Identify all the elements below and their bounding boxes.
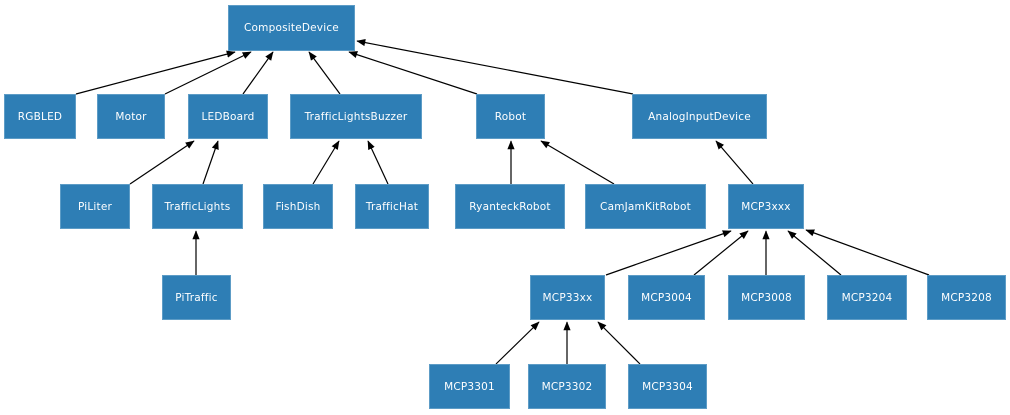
node-label: LEDBoard (201, 110, 255, 123)
edge-mcp3208-to-mcp3xxx (805, 229, 930, 276)
edge-robot-to-compositedevice (348, 51, 478, 95)
node-label: AnalogInputDevice (648, 110, 751, 123)
node-ledboard[interactable]: LEDBoard (188, 94, 268, 139)
node-label: RGBLED (17, 110, 63, 123)
edge-fishdish-to-trafficlightsbuzzer (312, 140, 340, 185)
node-trafficlights[interactable]: TrafficLights (152, 184, 243, 229)
edge-piliter-to-ledboard (129, 140, 195, 185)
node-label: MCP3304 (642, 380, 693, 393)
edge-ledboard-to-compositedevice (242, 51, 274, 95)
node-camjamkitrobot[interactable]: CamJamKitRobot (585, 184, 706, 229)
node-label: MCP3008 (741, 291, 792, 304)
node-label: MCP3204 (841, 291, 893, 304)
edge-mcp3004-to-mcp3xxx (693, 230, 749, 276)
node-label: PiLiter (77, 200, 113, 213)
node-label: CompositeDevice (244, 22, 339, 34)
edge-motor-to-compositedevice (164, 51, 252, 95)
node-mcp3008[interactable]: MCP3008 (728, 275, 805, 320)
node-label: MCP33xx (542, 291, 593, 304)
node-label: RyanteckRobot (469, 200, 551, 213)
node-label: TrafficLights (164, 200, 231, 213)
node-mcp3xxx[interactable]: MCP3xxx (728, 184, 804, 229)
node-label: Motor (115, 110, 147, 123)
node-label: MCP3xxx (741, 200, 791, 213)
node-robot[interactable]: Robot (476, 94, 545, 139)
node-motor[interactable]: Motor (97, 94, 165, 139)
edge-mcp3301-to-mcp33xx (495, 321, 540, 365)
node-label: MCP3301 (444, 380, 495, 393)
node-piliter[interactable]: PiLiter (60, 184, 130, 229)
node-mcp3204[interactable]: MCP3204 (827, 275, 907, 320)
node-label: TrafficHat (365, 200, 419, 213)
node-label: MCP3302 (541, 380, 593, 393)
node-label: PiTraffic (175, 291, 218, 304)
edge-rgbled-to-compositedevice (75, 50, 236, 95)
node-analoginputdevice[interactable]: AnalogInputDevice (632, 94, 767, 139)
node-label: MCP3004 (641, 291, 692, 304)
node-mcp3208[interactable]: MCP3208 (927, 275, 1006, 320)
node-label: TrafficLightsBuzzer (304, 110, 408, 123)
node-label: FishDish (275, 200, 321, 213)
node-rgbled[interactable]: RGBLED (4, 94, 76, 139)
node-compositedevice[interactable]: CompositeDevice (228, 5, 355, 51)
node-mcp3004[interactable]: MCP3004 (628, 275, 705, 320)
edge-mcp33xx-to-mcp3xxx (605, 230, 732, 276)
node-mcp3302[interactable]: MCP3302 (528, 364, 606, 409)
edge-camjamkitrobot-to-robot (540, 140, 615, 185)
edge-analoginputdevice-to-compositedevice (356, 39, 634, 95)
node-mcp3301[interactable]: MCP3301 (429, 364, 510, 409)
node-traffichat[interactable]: TrafficHat (355, 184, 429, 229)
edge-trafficlights-to-ledboard (202, 140, 219, 185)
node-fishdish[interactable]: FishDish (263, 184, 333, 229)
node-ryanteckrobot[interactable]: RyanteckRobot (455, 184, 565, 229)
edge-mcp3xxx-to-analoginputdevice (715, 140, 754, 185)
node-mcp3304[interactable]: MCP3304 (628, 364, 707, 409)
node-label: CamJamKitRobot (600, 200, 691, 213)
node-label: MCP3208 (941, 291, 992, 304)
edge-trafficlightsbuzzer-to-compositedevice (308, 51, 341, 95)
edge-traffichat-to-trafficlightsbuzzer (367, 140, 389, 185)
node-trafficlightsbuzzer[interactable]: TrafficLightsBuzzer (290, 94, 422, 139)
node-pitraffic[interactable]: PiTraffic (162, 275, 231, 320)
node-label: Robot (494, 110, 527, 123)
edge-mcp3304-to-mcp33xx (597, 321, 641, 365)
edge-mcp3204-to-mcp3xxx (787, 230, 842, 276)
node-mcp33xx[interactable]: MCP33xx (530, 275, 605, 320)
